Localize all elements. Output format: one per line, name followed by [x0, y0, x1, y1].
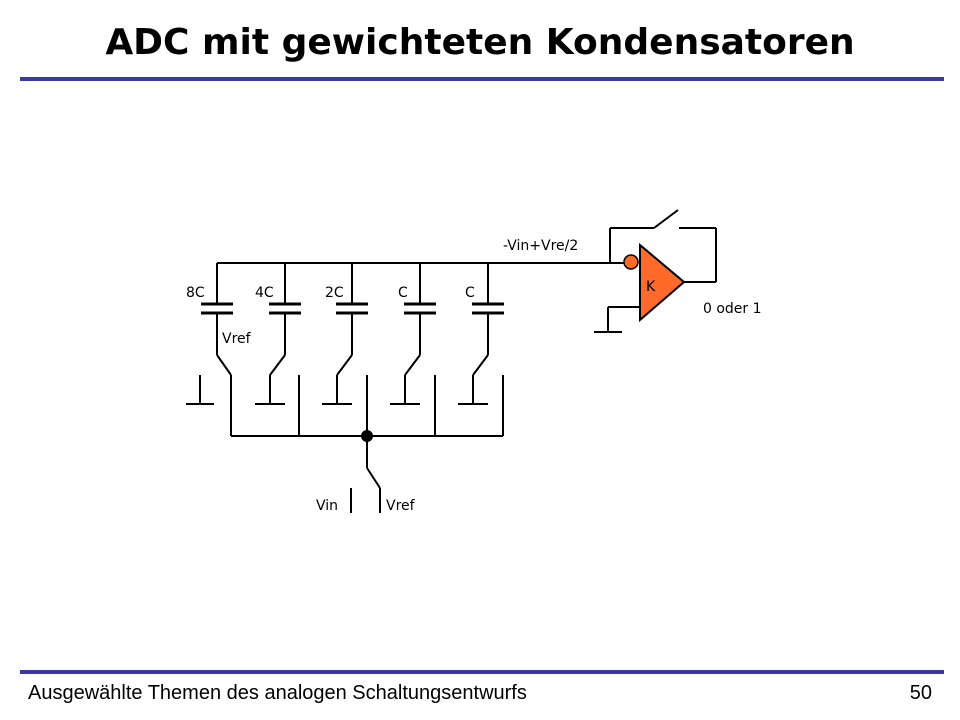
capacitor-label-8c: 8C: [186, 285, 205, 301]
switch-blade: [216, 354, 232, 376]
switch-blade: [472, 354, 489, 376]
input-vref-label: Vref: [386, 498, 416, 514]
title-divider: [20, 77, 944, 81]
vref-label: Vref: [222, 331, 252, 347]
switch-blade: [336, 354, 353, 376]
capacitor-label-c1: C: [398, 285, 408, 301]
capacitor-label-4c: 4C: [255, 285, 274, 301]
comparator-triangle: [639, 242, 686, 323]
feedback-switch-blade: [653, 209, 679, 229]
capacitor-label-c2: C: [465, 285, 475, 301]
node-voltage-label: -Vin+Vre/2: [503, 238, 578, 254]
comparator-inverting-input: [623, 254, 639, 270]
capacitor-branch-c1: [390, 263, 436, 436]
footer-divider: [20, 670, 944, 674]
switch-blade: [404, 354, 421, 376]
slide-title: ADC mit gewichteten Kondensatoren: [105, 22, 855, 63]
switch-blade: [269, 354, 286, 376]
capacitor-branch-4c: [255, 263, 301, 436]
capacitor-branch-2c: [322, 263, 368, 436]
comparator-label: K: [646, 279, 656, 295]
input-switch-blade: [366, 467, 381, 489]
page-number: 50: [909, 682, 932, 704]
capacitor-label-2c: 2C: [325, 285, 344, 301]
capacitor-branch-c2: [458, 263, 504, 436]
input-vin-label: Vin: [316, 498, 338, 514]
capacitor-branch-8c: [186, 263, 233, 436]
footer-course-title: Ausgewählte Themen des analogen Schaltun…: [28, 682, 527, 704]
output-label: 0 oder 1: [703, 301, 762, 317]
